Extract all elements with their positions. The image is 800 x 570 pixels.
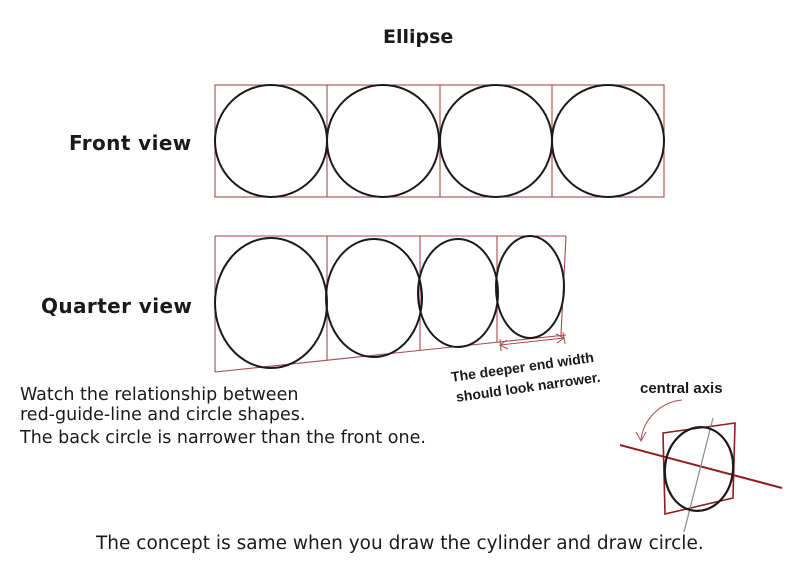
front-circle-1 (214, 84, 328, 198)
axis-ellipse (663, 426, 735, 512)
explanation-line-1: Watch the relationship between (20, 385, 299, 405)
footer-note: The concept is same when you draw the cy… (96, 533, 704, 554)
front-circle-3 (439, 84, 553, 198)
quarter-ellipse-3 (417, 238, 499, 348)
central-axis-label: central axis (640, 380, 723, 397)
axis-pointer-arrow (640, 399, 683, 441)
quarter-view-label: Quarter view (41, 294, 193, 318)
front-circle-2 (326, 84, 440, 198)
diagram-title: Ellipse (383, 26, 454, 48)
quarter-ellipse-4 (495, 235, 565, 339)
front-circle-4 (551, 84, 665, 198)
central-axis-illustration (619, 399, 783, 533)
quarter-ellipse-1 (214, 237, 328, 369)
deeper-width-arrow (499, 331, 566, 352)
quarter-ellipse-2 (325, 238, 423, 358)
vertical-axis-line (683, 417, 714, 533)
front-view-circles (214, 84, 665, 198)
front-view-label: Front view (69, 131, 192, 155)
explanation-line-2: red-guide-line and circle shapes. (20, 405, 306, 425)
axis-pointer-head (635, 431, 647, 443)
quarter-view-guides (214, 235, 567, 373)
width-arrow-head-left (499, 339, 509, 350)
width-arrow-head-right (555, 333, 565, 344)
explanation-line-3: The back circle is narrower than the fro… (20, 428, 426, 448)
quarter-view-ellipses (214, 235, 565, 369)
width-arrow-line (499, 337, 565, 346)
